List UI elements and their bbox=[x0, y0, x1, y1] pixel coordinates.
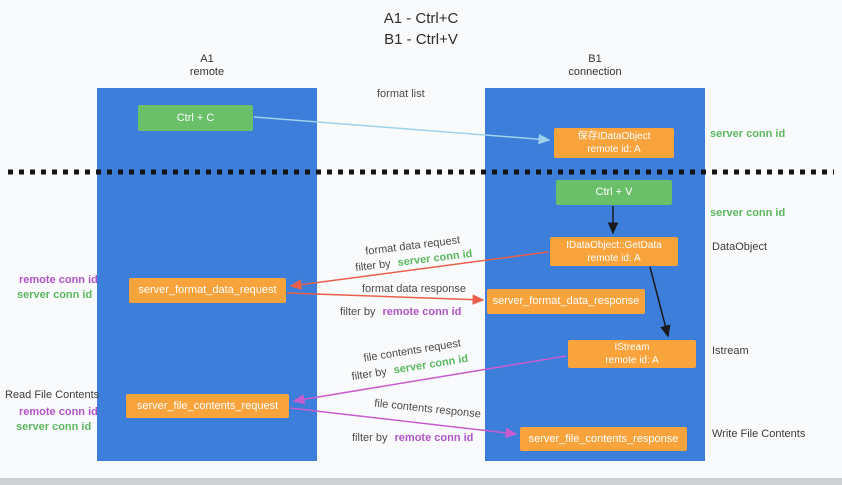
label-read-file-contents: Read File Contents bbox=[5, 389, 99, 401]
server-conn-id-text: server conn id bbox=[710, 207, 786, 219]
left-remote-conn-id-format: remote conn id bbox=[19, 274, 98, 286]
node-istream-line2: remote id: A bbox=[605, 355, 659, 366]
node-getdata-line1: IDataObject::GetData bbox=[566, 239, 662, 251]
label-istream-side: Istream bbox=[712, 345, 749, 357]
lane-b1-title: B1 bbox=[588, 53, 602, 65]
node-server-file-contents-request: server_file_contents_request bbox=[126, 394, 289, 418]
right-server-conn-id-top: server conn id bbox=[710, 128, 785, 140]
arrow-format-data-response bbox=[286, 292, 485, 305]
filter-by-text: filter by bbox=[352, 432, 388, 444]
dataobject-text: DataObject bbox=[712, 241, 768, 253]
node-istream-line1: IStream bbox=[614, 342, 650, 353]
read-file-contents-text: Read File Contents bbox=[5, 389, 100, 401]
istream-text: Istream bbox=[712, 345, 749, 357]
node-server-format-data-response: server_format_data_response bbox=[487, 289, 645, 314]
server-conn-id-text: server conn id bbox=[17, 289, 93, 301]
server-conn-id-text: server conn id bbox=[16, 421, 92, 433]
node-format-response-label: server_format_data_response bbox=[492, 295, 640, 307]
lane-header-a1: A1 remote bbox=[97, 53, 317, 79]
left-server-conn-id-file: server conn id bbox=[16, 421, 91, 433]
title-line-2: B1 - Ctrl+V bbox=[384, 31, 458, 48]
arrow-file-contents-request bbox=[292, 355, 567, 405]
left-server-conn-id-format: server conn id bbox=[17, 289, 92, 301]
label-write-file-contents: Write File Contents bbox=[712, 428, 805, 440]
label-format-list: format list bbox=[377, 88, 425, 100]
node-ctrl-v-label: Ctrl + V bbox=[595, 186, 633, 198]
label-filter-by-remote-conn-id-1: filter by remote conn id bbox=[340, 306, 461, 318]
node-file-request-label: server_file_contents_request bbox=[136, 399, 279, 412]
node-idataobject-getdata: IDataObject::GetData remote id: A bbox=[550, 237, 678, 266]
title-line-1: A1 - Ctrl+C bbox=[383, 10, 459, 27]
label-format-list-text: format list bbox=[377, 88, 425, 100]
remote-conn-id-text: remote conn id bbox=[19, 274, 98, 286]
node-getdata-line2: remote id: A bbox=[587, 252, 641, 264]
arrow-format-list bbox=[253, 116, 551, 145]
horizontal-scrollbar[interactable] bbox=[0, 478, 842, 485]
remote-conn-id-text: remote conn id bbox=[19, 406, 98, 418]
arrow-format-data-request bbox=[289, 251, 549, 290]
node-ctrl-c-label: Ctrl + C bbox=[176, 111, 215, 124]
node-istream: IStream remote id: A bbox=[568, 340, 696, 368]
lane-a1-title: A1 bbox=[200, 53, 214, 65]
node-ctrl-v: Ctrl + V bbox=[556, 180, 672, 205]
node-save-idataobject-line2: remote id: A bbox=[587, 144, 641, 155]
arrow-getdata-to-istream bbox=[649, 266, 671, 338]
node-file-response-label: server_file_contents_response bbox=[528, 432, 679, 445]
node-ctrl-c: Ctrl + C bbox=[138, 105, 253, 131]
remote-conn-id-text: remote conn id bbox=[394, 432, 474, 444]
remote-conn-id-text: remote conn id bbox=[382, 306, 462, 318]
label-dataobject: DataObject bbox=[712, 241, 767, 253]
arrow-file-contents-response bbox=[289, 407, 518, 439]
node-server-file-contents-response: server_file_contents_response bbox=[520, 427, 687, 451]
left-remote-conn-id-file: remote conn id bbox=[19, 406, 98, 418]
write-file-contents-text: Write File Contents bbox=[712, 428, 806, 440]
diagram-title: A1 - Ctrl+C B1 - Ctrl+V bbox=[0, 8, 842, 50]
label-filter-by-remote-conn-id-2: filter by remote conn id bbox=[352, 432, 473, 444]
server-conn-id-text: server conn id bbox=[710, 128, 786, 140]
filter-by-text: filter by bbox=[340, 306, 376, 318]
node-save-idataobject-line1: 保存IDataObject bbox=[577, 131, 651, 142]
lane-a1-subtitle: remote bbox=[189, 66, 225, 78]
label-format-data-response-text: format data response bbox=[362, 283, 466, 295]
lane-b1-subtitle: connection bbox=[568, 66, 622, 78]
label-format-data-response: format data response bbox=[362, 283, 466, 295]
right-server-conn-id-mid: server conn id bbox=[710, 207, 785, 219]
node-format-request-label: server_format_data_request bbox=[138, 284, 277, 296]
lane-header-b1: B1 connection bbox=[485, 53, 705, 79]
node-server-format-data-request: server_format_data_request bbox=[129, 278, 286, 303]
node-save-idataobject: 保存IDataObject remote id: A bbox=[554, 128, 674, 158]
